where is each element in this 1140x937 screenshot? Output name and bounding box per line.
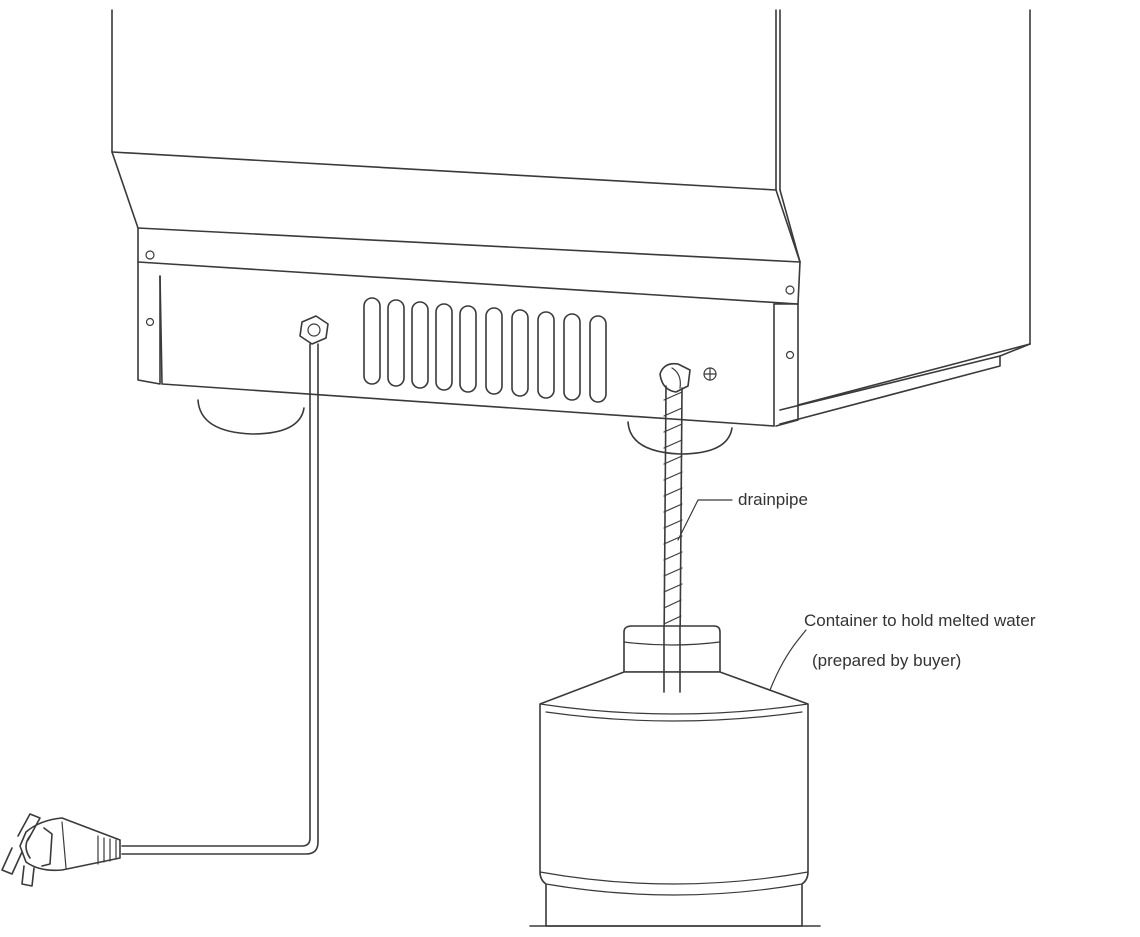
kick-panel [111, 151, 801, 305]
plug-icon [1, 813, 121, 887]
water-container [529, 625, 821, 927]
drain-outlet [659, 362, 717, 393]
container-label-line2: (prepared by buyer) [812, 651, 962, 670]
container-label-line1: Container to hold melted water [804, 611, 1036, 630]
base-housing [137, 261, 1031, 455]
drainpipe-label: drainpipe [738, 490, 808, 509]
drainpipe [663, 385, 733, 651]
cabinet-body [111, 9, 1031, 345]
power-cord [121, 315, 329, 855]
vent-slots [363, 297, 607, 403]
